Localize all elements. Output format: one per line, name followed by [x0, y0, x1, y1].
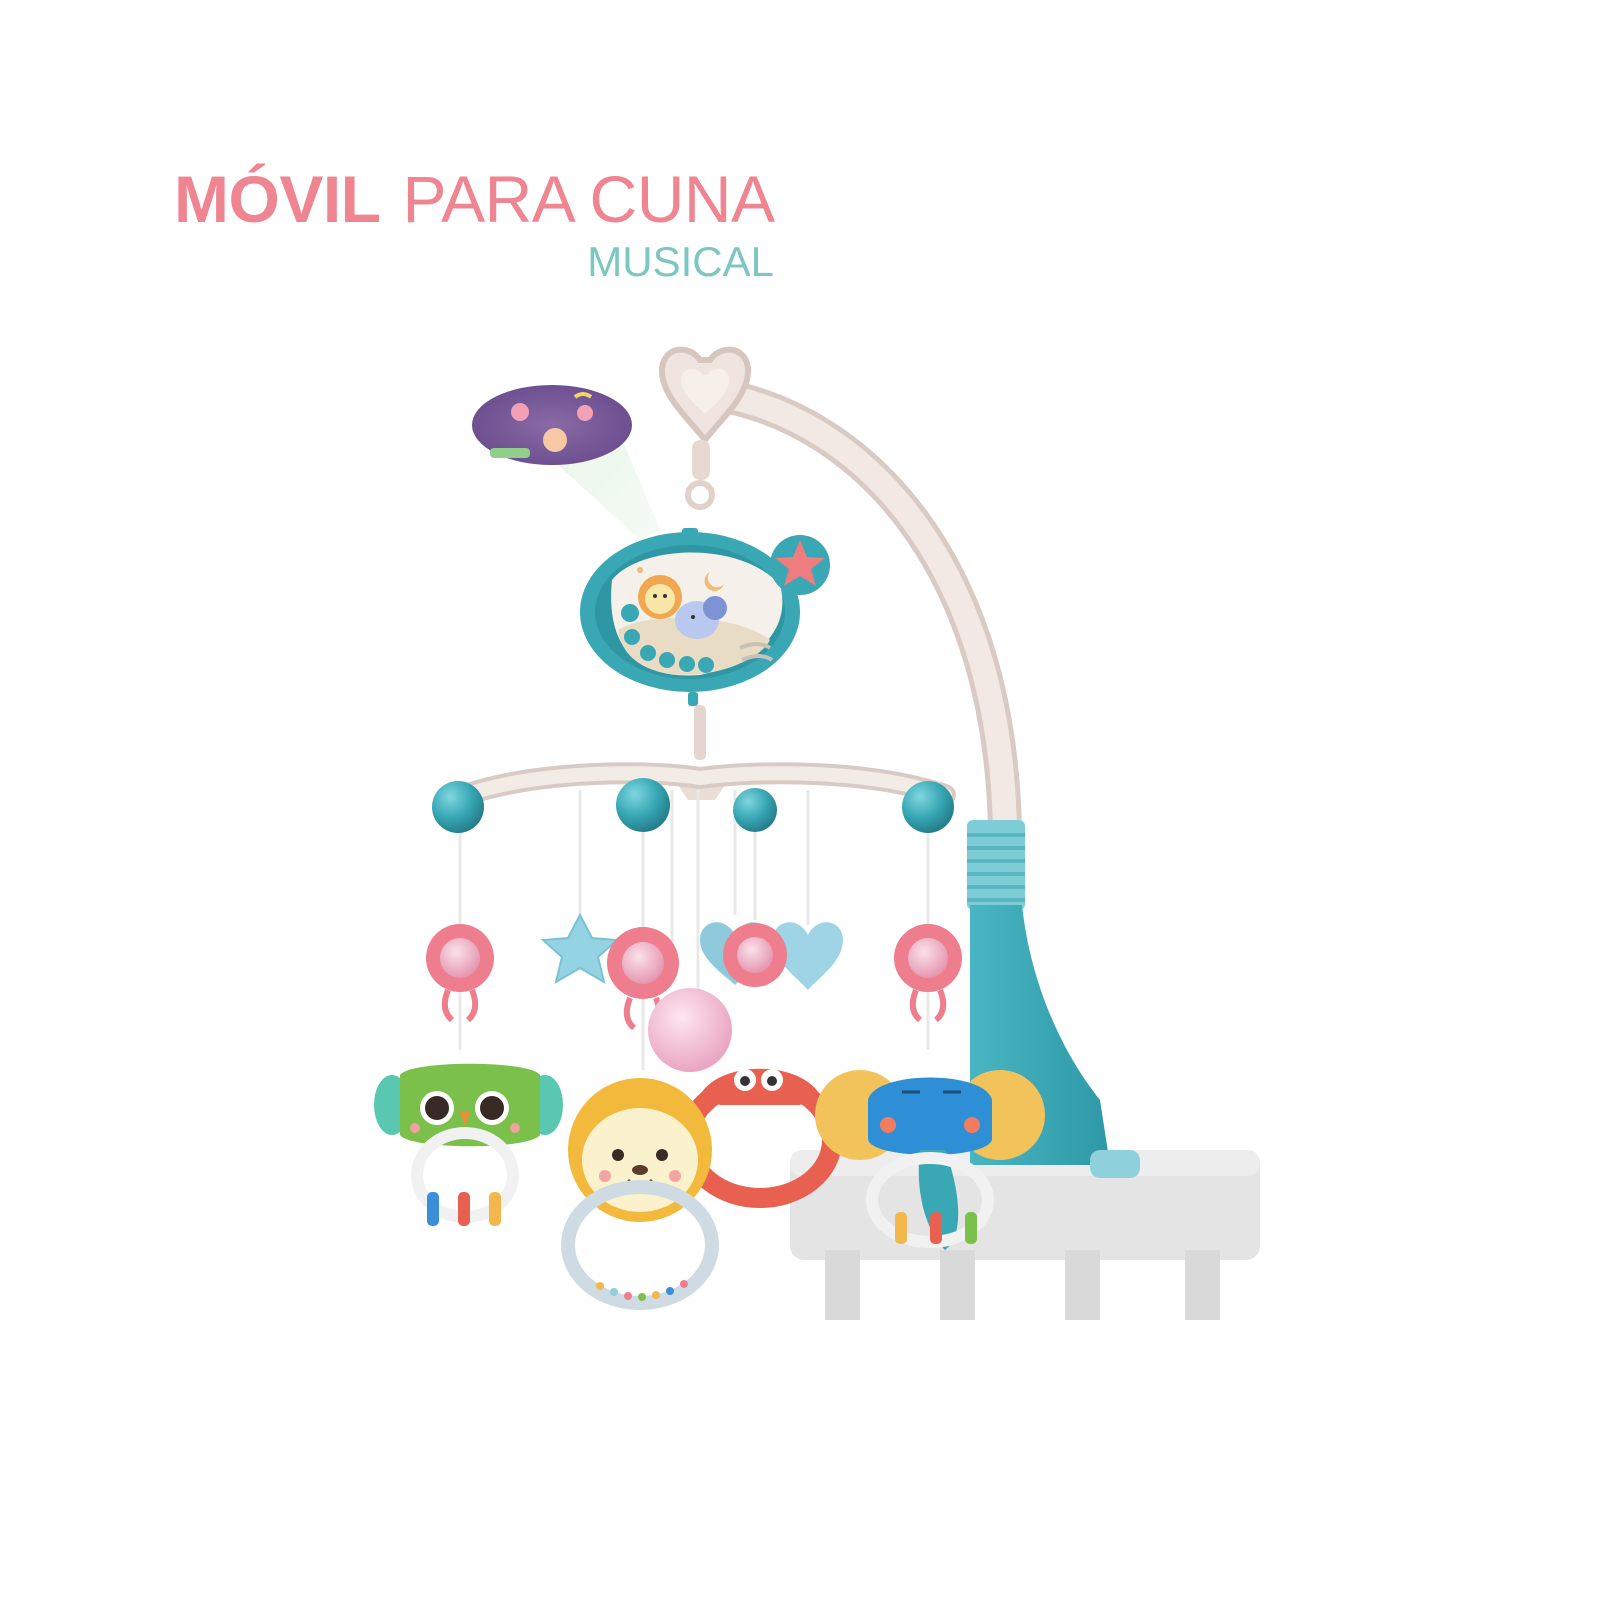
subtitle: MUSICAL: [587, 238, 774, 285]
heart-hook: [658, 346, 752, 510]
star-pendant: [540, 912, 620, 985]
flower-rattle: [723, 923, 787, 987]
curved-arm: [703, 378, 1022, 847]
flower-rattle: [426, 924, 494, 1023]
lion-rattle: [561, 1078, 719, 1310]
title-regular: PARA CUNA: [402, 162, 776, 236]
rattle-beads: [596, 1280, 688, 1301]
hanging-bar: [454, 762, 956, 806]
crib-rail: [790, 1150, 1260, 1320]
star-button: [770, 535, 830, 595]
flower-rattle: [894, 924, 962, 1023]
music-box: [580, 528, 800, 706]
projector-beam: [472, 385, 660, 540]
title-block: MÓVIL PARA CUNA MUSICAL: [174, 160, 776, 285]
owl-rattle: [374, 1063, 563, 1226]
flower-rattles: [426, 923, 962, 1031]
title-bold: MÓVIL: [174, 162, 381, 236]
pink-ball: [648, 988, 732, 1072]
flower-rattle: [607, 927, 679, 1031]
elephant-rattle: [815, 1070, 1045, 1250]
title-line: MÓVIL PARA CUNA: [174, 160, 776, 238]
teal-balls: [432, 778, 954, 833]
